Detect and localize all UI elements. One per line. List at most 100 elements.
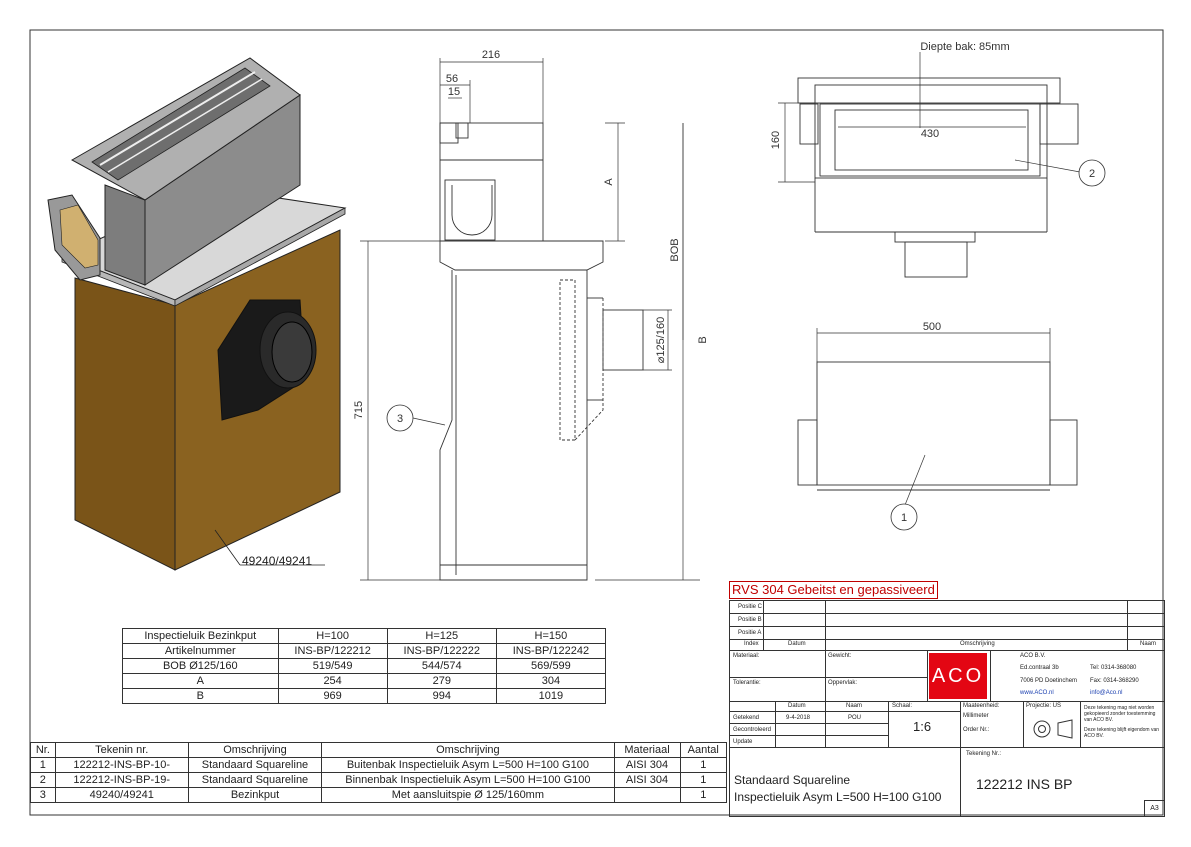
bom-header: Materiaal (613, 742, 681, 758)
spec-cell: BOB Ø125/160 (122, 658, 279, 674)
address-1: Ed.contraal 3b (1020, 665, 1059, 671)
tank-left-face (74, 277, 176, 571)
bom-cell: Standaard Squareline (187, 757, 323, 773)
omschrijving-label: Omschrijving (960, 641, 995, 647)
top-view (797, 77, 1079, 278)
scale-value: 1:6 (913, 719, 932, 734)
dim-430: 430 (921, 128, 939, 140)
spec-header: Inspectieluik Bezinkput (122, 628, 279, 644)
bom-header: Aantal (679, 742, 728, 758)
bom-cell: AISI 304 (613, 772, 681, 788)
drawing-number: 122212 INS BP (976, 776, 1073, 792)
email-link[interactable]: info@Aco.nl (1090, 690, 1123, 696)
bom-row: 3 49240/49241 Bezinkput Met aansluitspie… (30, 787, 728, 803)
order-label: Order Nr.: (963, 727, 990, 733)
iso-label: 49240/49241 (242, 554, 313, 568)
naam-label: Naam (1140, 641, 1157, 647)
isometric-view (47, 57, 347, 571)
bom-cell: 3 (30, 787, 56, 803)
bom-cell: 1 (30, 757, 56, 773)
naam-header: Naam (846, 703, 863, 709)
rev-c: Positie C (738, 604, 763, 610)
spec-cell: INS-BP/122242 (495, 643, 607, 659)
bom-header: Tekenin nr. (54, 742, 189, 758)
copyright-2: Deze tekening blijft eigendom van ACO BV… (1084, 727, 1160, 739)
spec-header-row: Inspectieluik Bezinkput H=100 H=125 H=15… (122, 628, 607, 644)
title-block: Positie C Positie B Positie A Index Datu… (729, 600, 1165, 817)
svg-text:3: 3 (397, 413, 403, 425)
dim-a: A (603, 178, 615, 186)
bom-cell: Buitenbak Inspectieluik Asym L=500 H=100… (321, 757, 615, 773)
front-view (797, 361, 1078, 491)
getekend-naam: POU (848, 715, 862, 721)
spec-cell: 994 (386, 688, 497, 704)
fax: Fax: 0314-368290 (1090, 678, 1139, 684)
dim-bob: BOB (669, 238, 681, 261)
bom-row: 1 122212-INS-BP-10- Standaard Squareline… (30, 757, 728, 773)
spec-cell: 254 (277, 673, 388, 689)
rev-a: Positie A (738, 630, 762, 636)
spec-header: H=125 (386, 628, 497, 644)
bom-header: Nr. (30, 742, 56, 758)
spec-cell: 279 (386, 673, 497, 689)
spec-row: BOB Ø125/160 519/549 544/574 569/599 (122, 658, 607, 674)
copyright-1: Deze tekening mag niet worden gekopieerd… (1084, 705, 1156, 723)
spec-header: H=100 (277, 628, 388, 644)
bom-cell: 49240/49241 (54, 787, 189, 803)
datum-label: Datum (788, 641, 806, 647)
gewicht-label: Gewicht: (828, 653, 852, 659)
getekend-label: Getekend (733, 715, 760, 721)
bom-cell: 1 (679, 757, 728, 773)
projectie-label: Projectie: US (1026, 703, 1062, 709)
spec-header: H=150 (495, 628, 607, 644)
dim-715: 715 (353, 401, 365, 419)
bom-cell: Bezinkput (187, 787, 323, 803)
svg-text:2: 2 (1089, 168, 1095, 180)
index-label: Index (744, 641, 759, 647)
top-dimensions (778, 52, 1081, 183)
company-name: ACO B.V. (1020, 653, 1046, 659)
spec-cell: 969 (277, 688, 388, 704)
sheet-format: A3 (1144, 800, 1164, 816)
svg-text:1: 1 (901, 512, 907, 524)
spec-row: Artikelnummer INS-BP/122212 INS-BP/12222… (122, 643, 607, 659)
bom-cell: 1 (679, 772, 728, 788)
tekening-nr-label: Tekening Nr.: (966, 751, 1002, 757)
spec-cell: 304 (495, 673, 607, 689)
bom-header: Omschrijving (187, 742, 323, 758)
dim-216: 216 (482, 49, 500, 61)
dim-depth: Diepte bak: 85mm (920, 41, 1009, 53)
dim-d125: ⌀125/160 (655, 317, 667, 363)
getekend-datum: 9-4-2018 (786, 715, 811, 721)
spec-cell: 1019 (495, 688, 607, 704)
dim-500: 500 (923, 321, 941, 333)
bom-row: 2 122212-INS-BP-19- Standaard Squareline… (30, 772, 728, 788)
side-insert (439, 122, 544, 242)
bom-cell: 2 (30, 772, 56, 788)
spec-cell: 519/549 (277, 658, 388, 674)
millimeter-value: Millimeter (963, 713, 989, 719)
tolerantie-label: Tolerantie: (733, 680, 761, 686)
bom-cell: 122212-INS-BP-10- (54, 757, 189, 773)
spec-cell: Artikelnummer (122, 643, 279, 659)
projection-icon (1032, 718, 1076, 742)
bom-cell (613, 787, 681, 803)
bom-cell: Standaard Squareline (187, 772, 323, 788)
spec-cell: A (122, 673, 279, 689)
bom-cell: Binnenbak Inspectieluik Asym L=500 H=100… (321, 772, 615, 788)
spec-cell: 569/599 (495, 658, 607, 674)
dim-56: 56 (446, 73, 458, 85)
dim-b: B (697, 336, 709, 343)
side-view (439, 122, 644, 581)
spec-cell: 544/574 (386, 658, 497, 674)
spec-row: A 254 279 304 (122, 673, 607, 689)
bom-table: Nr. Tekenin nr. Omschrijving Omschrijvin… (30, 742, 728, 803)
bom-cell: 1 (679, 787, 728, 803)
dim-15: 15 (448, 86, 460, 98)
datum-header: Datum (788, 703, 806, 709)
website-link[interactable]: www.ACO.nl (1020, 690, 1054, 696)
materiaal-label: Materiaal: (733, 653, 760, 659)
dim-160: 160 (770, 131, 782, 149)
